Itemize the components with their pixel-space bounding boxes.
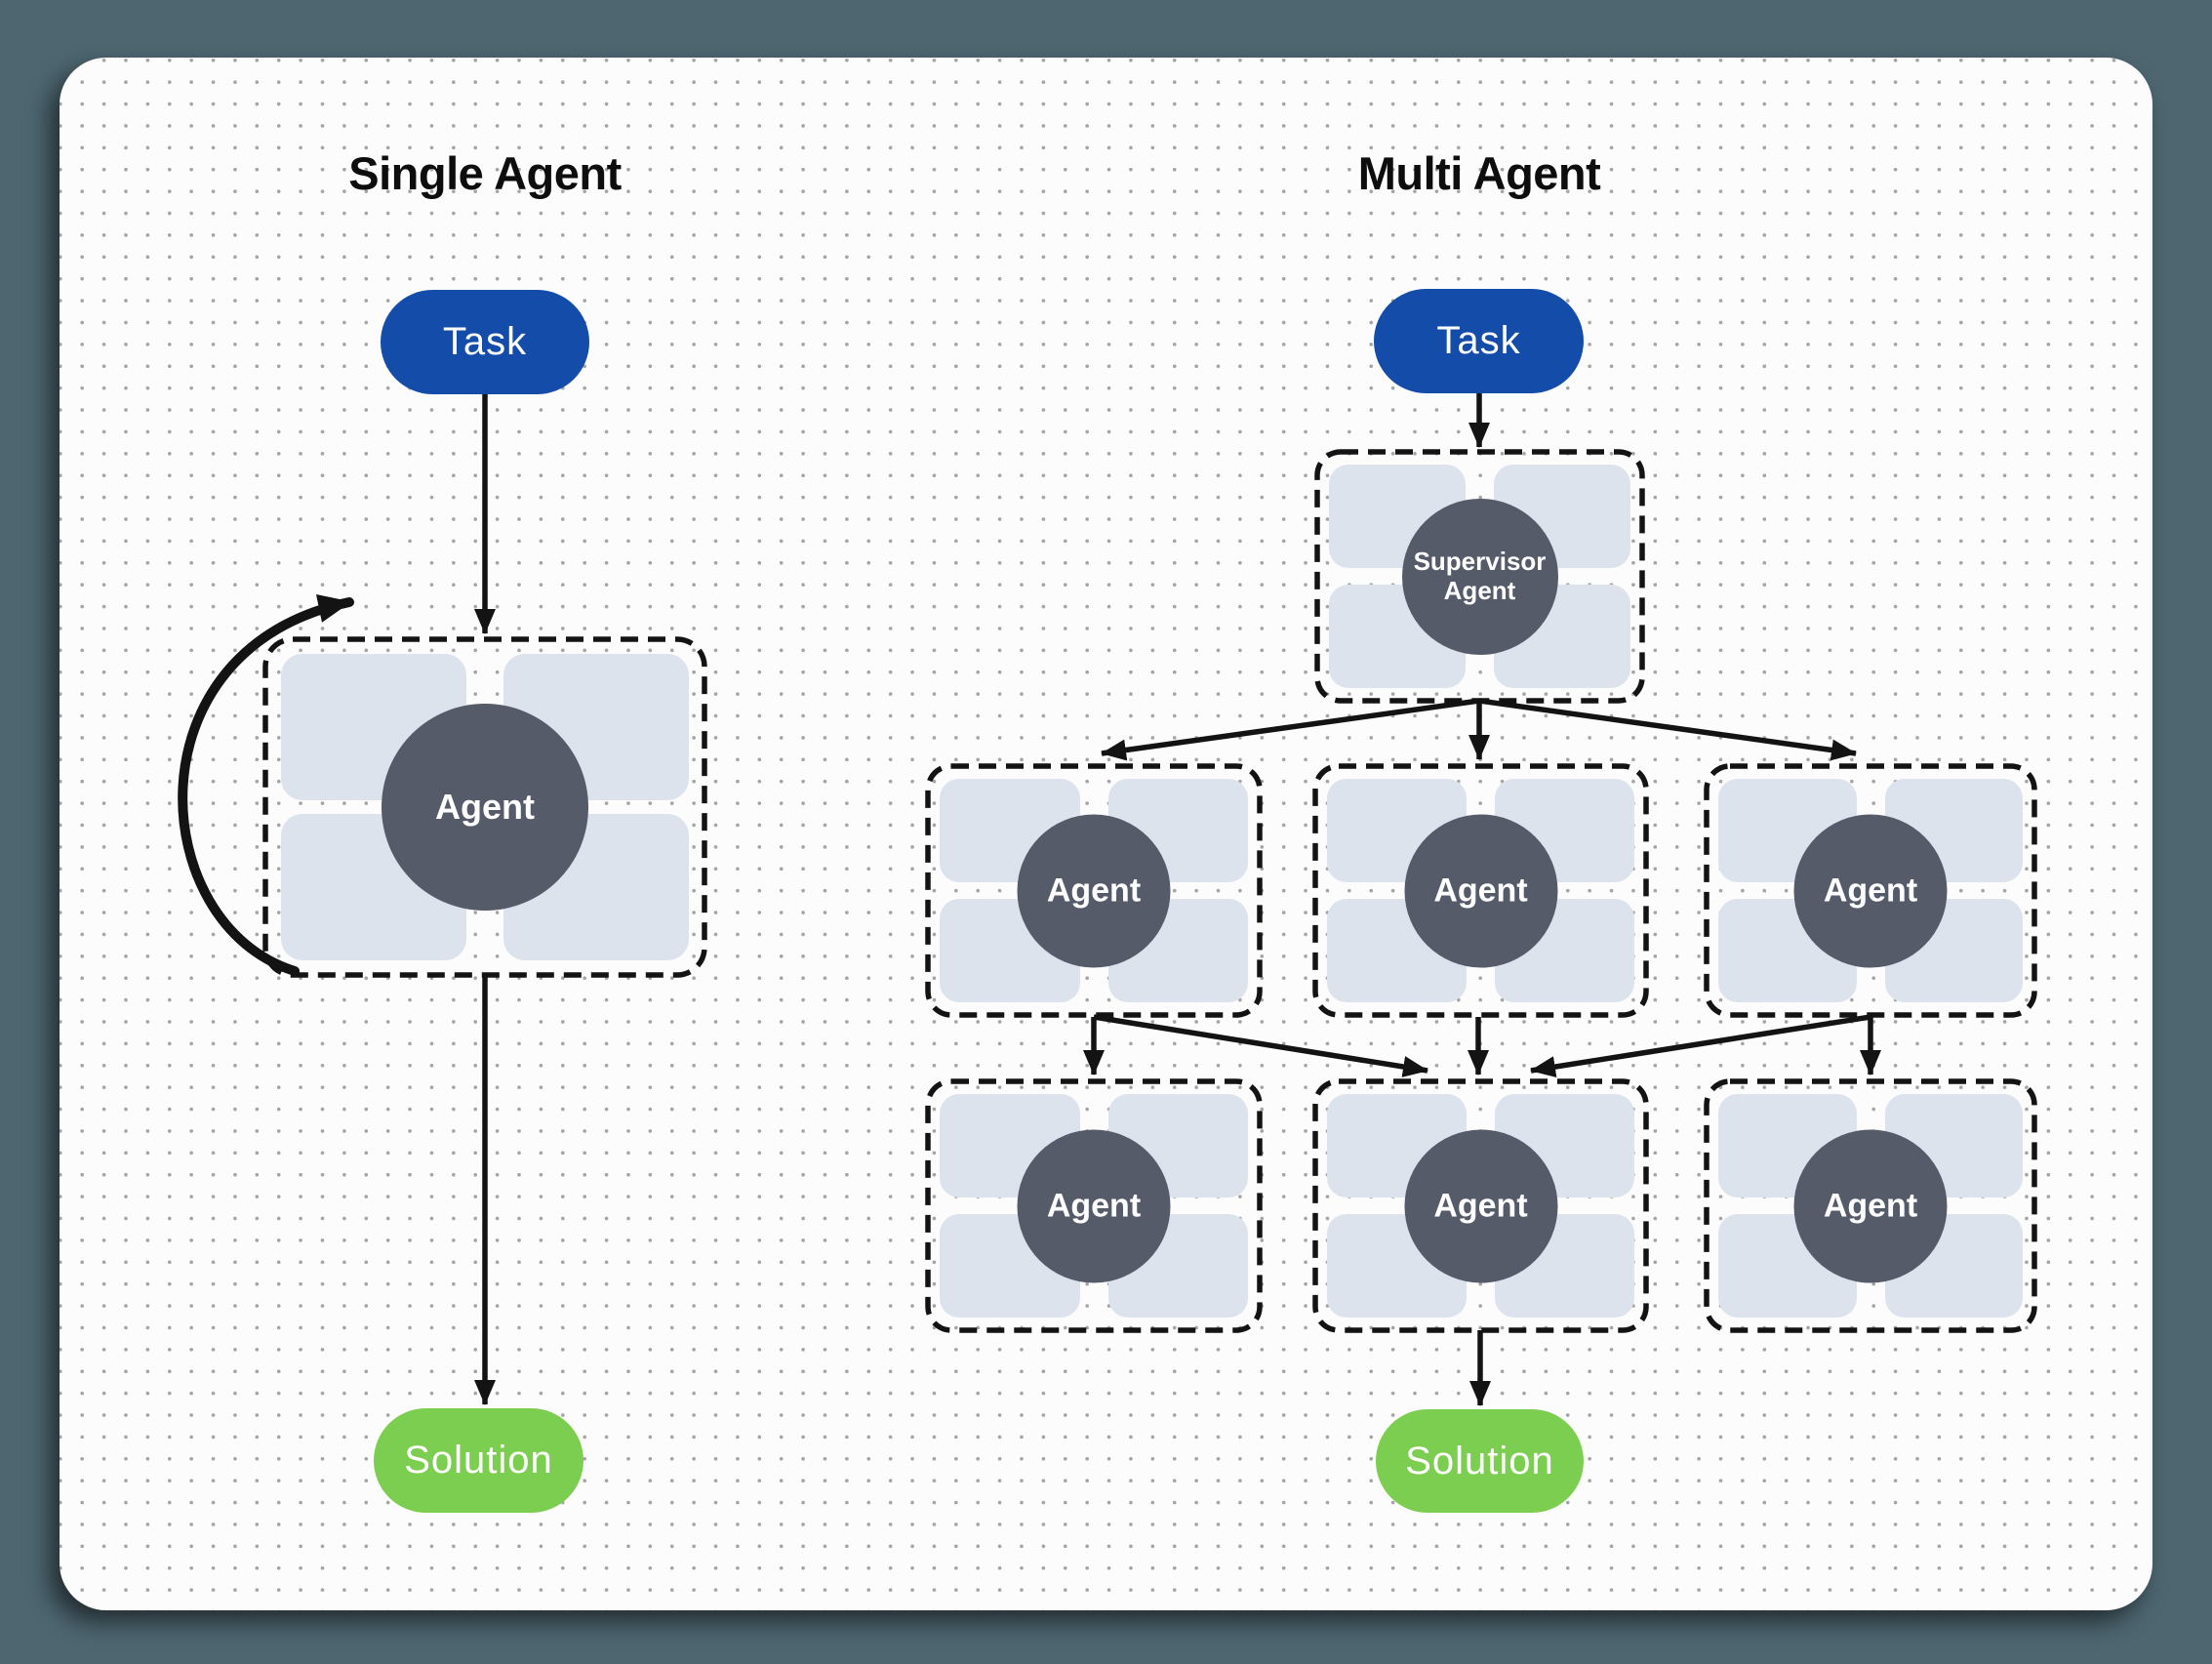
subworker-box-1-border — [925, 1078, 1263, 1333]
agent-node-label: Agent — [1046, 872, 1142, 909]
task-pill-left-label: Task — [442, 320, 528, 363]
agent-cluster-single: Agent — [265, 639, 704, 975]
agent-node: Agent — [1793, 814, 1948, 967]
supervisor-cluster: Supervisor Agent — [1317, 452, 1642, 701]
solution-pill-right-label: Solution — [1405, 1439, 1554, 1482]
agent-node-label: Agent — [1823, 1187, 1918, 1224]
worker-cluster-1: Agent — [928, 766, 1260, 1015]
solution-pill-right: Solution — [1376, 1409, 1584, 1513]
subworker-box-2-border — [1312, 1078, 1649, 1333]
worker-box-3-border — [1704, 763, 2037, 1018]
agent-node: Agent — [382, 704, 588, 911]
agent-node-label: Agent — [1433, 872, 1528, 909]
agent-node-label: Agent — [1823, 872, 1918, 909]
subworker-cluster-3: Agent — [1707, 1081, 2034, 1330]
agent-node: Agent — [1017, 1129, 1171, 1282]
agent-node: Agent — [1404, 814, 1557, 967]
multi-agent-title: Multi Agent — [1357, 147, 1601, 199]
solution-pill-left: Solution — [374, 1408, 583, 1513]
agent-node: Agent — [1793, 1129, 1948, 1282]
subworker-cluster-1: Agent — [928, 1081, 1260, 1330]
supervisor-agent-label: Supervisor Agent — [1413, 546, 1547, 605]
worker-cluster-2: Agent — [1315, 766, 1646, 1015]
worker-cluster-3: Agent — [1707, 766, 2034, 1015]
supervisor-to-worker1-arrow — [1101, 698, 1480, 761]
worker-box-2-border — [1312, 763, 1649, 1018]
agent-node-label: Agent — [1046, 1187, 1142, 1224]
agent-node-label: Agent — [435, 787, 535, 827]
subworker-cluster-2: Agent — [1315, 1081, 1646, 1330]
worker3-to-subworker2-arrow — [1530, 1014, 1871, 1077]
agent-node: Agent — [1017, 814, 1171, 967]
worker1-to-subworker2-arrow — [1093, 1014, 1428, 1077]
single-agent-title: Single Agent — [348, 147, 622, 199]
task-pill-left: Task — [381, 290, 589, 394]
subworker-box-3-border — [1704, 1078, 2037, 1333]
task-pill-right-label: Task — [1436, 319, 1521, 362]
task-pill-right: Task — [1374, 289, 1584, 393]
supervisor-to-worker3-arrow — [1478, 698, 1857, 761]
agent-node-label: Agent — [1433, 1187, 1528, 1224]
supervisor-agent-node: Supervisor Agent — [1401, 498, 1558, 655]
solution-pill-left-label: Solution — [404, 1439, 553, 1481]
agent-self-loop-arrow — [178, 594, 354, 976]
worker-box-1-border — [925, 763, 1263, 1018]
agent-node: Agent — [1404, 1129, 1557, 1282]
